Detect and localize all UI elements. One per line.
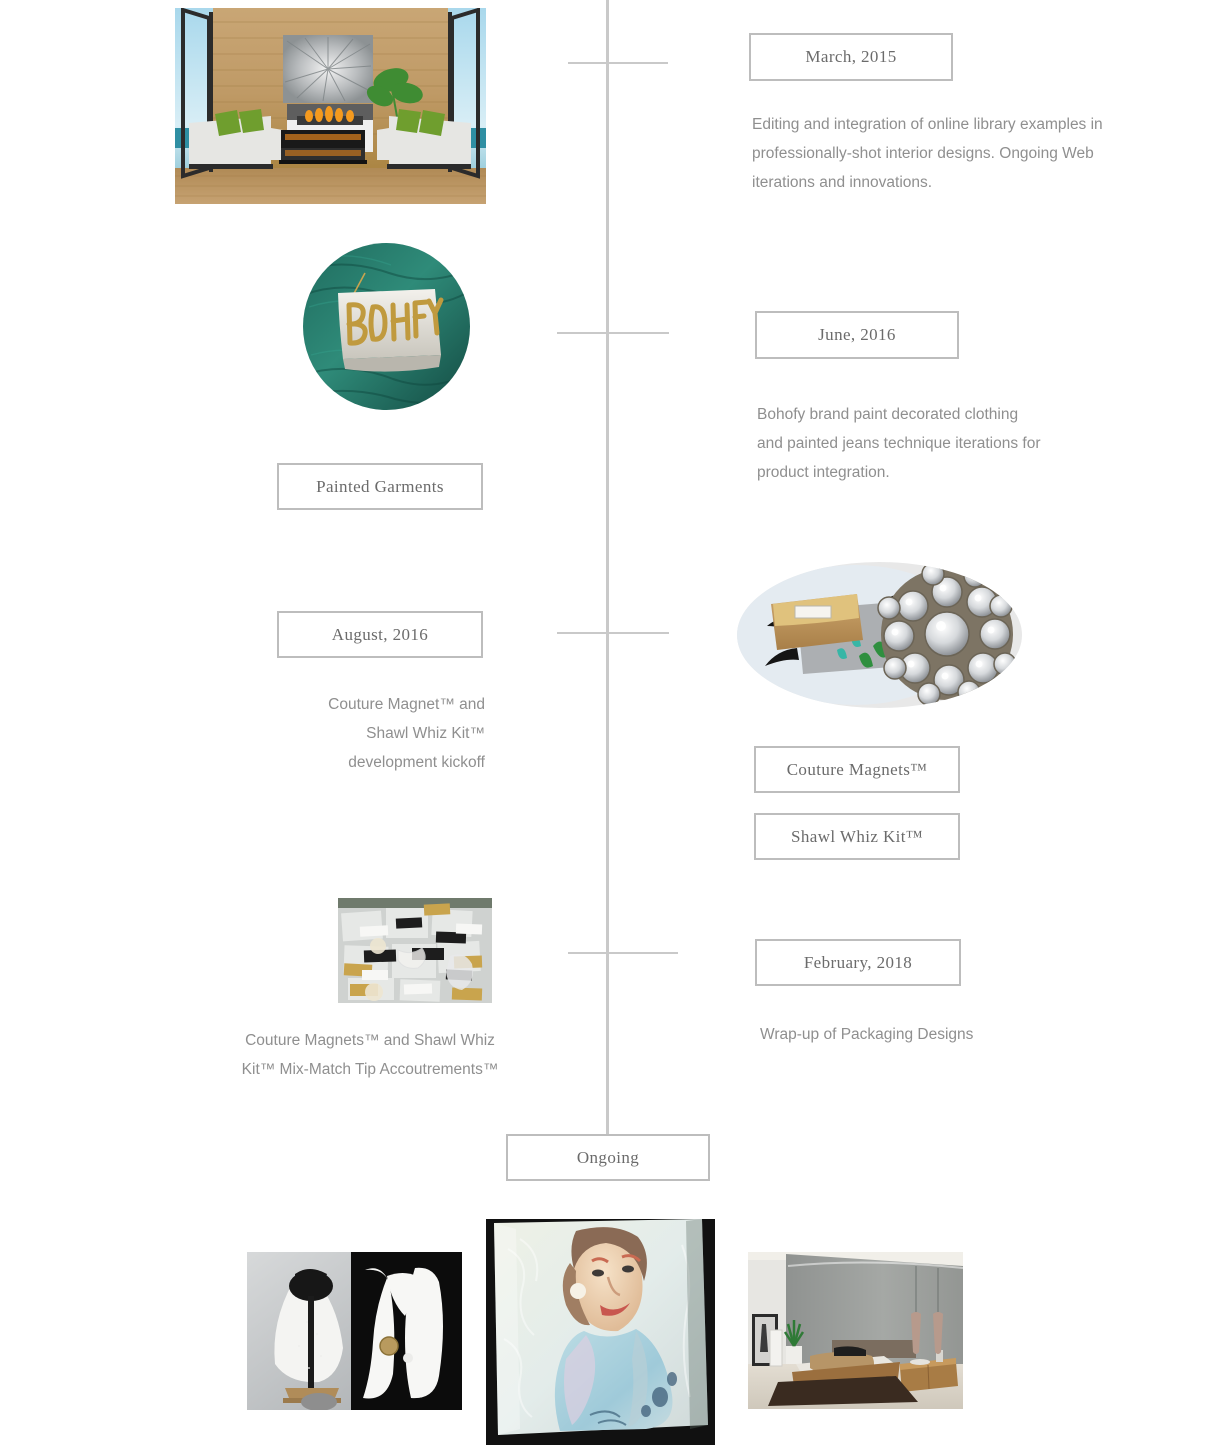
milestone-box-couture-magnets[interactable]: Couture Magnets™ [754, 746, 960, 793]
milestone-label-shawl-whiz-kit: Shawl Whiz Kit™ [791, 826, 923, 846]
description-line: development kickoff [348, 754, 485, 771]
packaging-designs-table-photo [338, 898, 492, 1003]
description-line: Bohofy brand paint decorated clothing [757, 406, 1019, 423]
timeline-tick-march-2015 [568, 62, 668, 64]
milestone-label-couture-magnets: Couture Magnets™ [786, 759, 928, 779]
timeline-tick-august-2016 [557, 632, 669, 634]
timeline-tick-june-2016 [557, 332, 669, 334]
description-line: Couture Magnet™ and [328, 696, 485, 713]
milestone-box-ongoing[interactable]: Ongoing [506, 1134, 710, 1181]
modern-bedroom-interior-photo [748, 1252, 963, 1409]
modern-living-room-interior-photo [175, 8, 486, 204]
milestone-box-august-2016[interactable]: August, 2016 [277, 611, 483, 658]
milestone-box-shawl-whiz-kit[interactable]: Shawl Whiz Kit™ [754, 813, 960, 860]
milestone-label-painted-garments: Painted Garments [316, 476, 444, 496]
bohofy-gold-painted-tag-photo [303, 243, 470, 410]
timeline-tick-february-2018 [568, 952, 678, 954]
couture-magnets-jewelry-photo [737, 562, 1022, 708]
description-line: Couture Magnets™ and Shawl Whiz [245, 1032, 495, 1049]
description-line: Wrap-up of Packaging Designs [760, 1026, 974, 1043]
description-line: Shawl Whiz Kit™ [366, 725, 485, 742]
painted-portrait-canvas-photo [486, 1219, 715, 1445]
milestone-label-ongoing: Ongoing [576, 1147, 640, 1167]
description-line: professionally-shot interior designs. On… [752, 145, 1094, 162]
milestone-label-august-2016: August, 2016 [331, 624, 429, 644]
timeline-spine [606, 0, 609, 1136]
white-shawl-vest-garments-photo [247, 1252, 462, 1410]
description-february-2018: Wrap-up of Packaging Designs [760, 1020, 1140, 1049]
description-line: Kit™ Mix-Match Tip Accoutrements™ [241, 1061, 499, 1078]
description-line: Editing and integration of online librar… [752, 116, 1103, 133]
description-line: iterations and innovations. [752, 174, 933, 191]
milestone-box-february-2018[interactable]: February, 2018 [755, 939, 961, 986]
description-line: and painted jeans technique iterations f… [757, 435, 1041, 452]
description-line: product integration. [757, 464, 890, 481]
milestone-label-february-2018: February, 2018 [803, 952, 913, 972]
description-june-2016: Bohofy brand paint decorated clothing an… [757, 400, 1117, 487]
milestone-box-march-2015[interactable]: March, 2015 [749, 33, 953, 81]
milestone-box-painted-garments[interactable]: Painted Garments [277, 463, 483, 510]
milestone-label-march-2015: March, 2015 [805, 47, 897, 66]
description-march-2015: Editing and integration of online librar… [752, 110, 1112, 197]
description-accoutrements: Couture Magnets™ and Shawl Whiz Kit™ Mix… [190, 1026, 550, 1084]
description-august-2016: Couture Magnet™ and Shawl Whiz Kit™ deve… [120, 690, 485, 777]
milestone-box-june-2016[interactable]: June, 2016 [755, 311, 959, 359]
milestone-label-june-2016: June, 2016 [818, 325, 896, 344]
